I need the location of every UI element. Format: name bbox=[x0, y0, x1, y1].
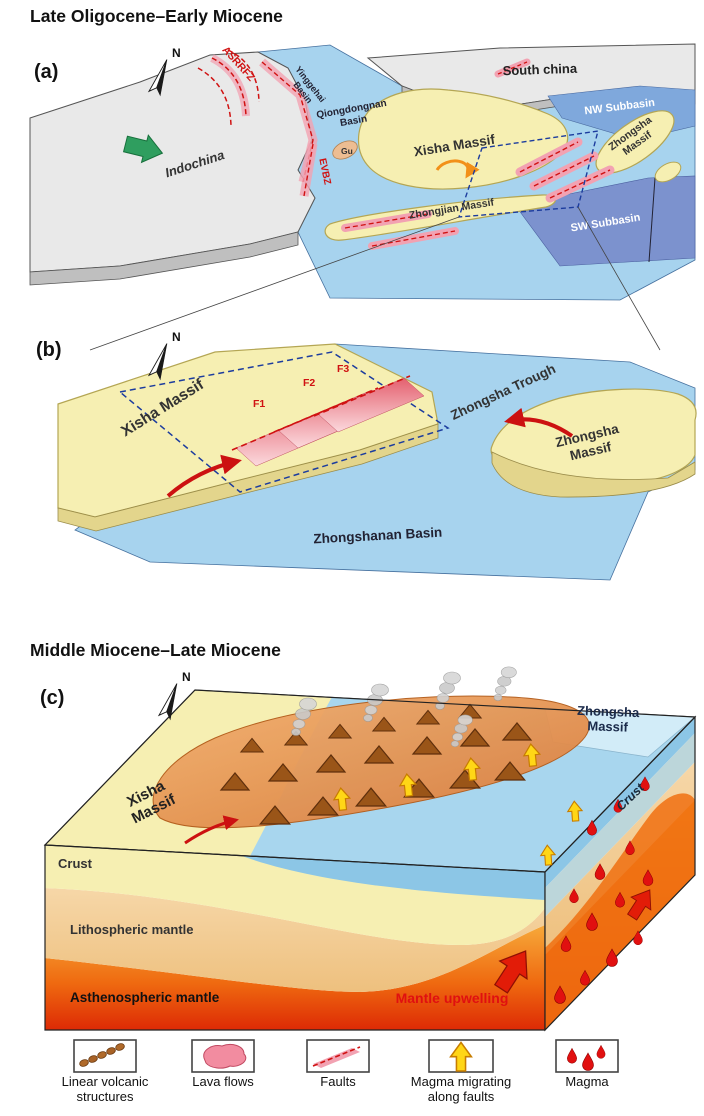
xisha-shear-arrow-c bbox=[184, 815, 239, 845]
asrrfz-fault-zone bbox=[197, 49, 318, 197]
gu-uplift-region bbox=[332, 140, 358, 160]
south-china-label: South china bbox=[502, 61, 578, 79]
compass-b: N bbox=[148, 330, 181, 380]
zhongsha-massif-label-c: Zhongsha Massif bbox=[577, 703, 640, 735]
lithosphere-front bbox=[45, 888, 545, 992]
fault1-label: F1 bbox=[253, 398, 265, 410]
section-a-title: Late Oligocene–Early Miocene bbox=[30, 6, 283, 26]
crust-front-label: Crust bbox=[58, 856, 93, 871]
svg-text:Basin: Basin bbox=[339, 114, 368, 130]
upwelling-bulge bbox=[545, 793, 695, 1030]
plate-edge-line bbox=[648, 177, 656, 263]
lava-flows-icon bbox=[203, 1043, 247, 1069]
faults-icon bbox=[312, 1046, 361, 1068]
asthenospheric-mantle-label: Asthenospheric mantle bbox=[70, 990, 220, 1005]
fault-scarps-b bbox=[231, 375, 425, 467]
sea-section-front bbox=[242, 856, 545, 900]
fault2-label: F2 bbox=[303, 377, 315, 389]
legend-label-magma-migrating-2: along faults bbox=[428, 1089, 495, 1104]
panel-b-tag: (b) bbox=[36, 339, 62, 361]
legend-label-linear-volcanic-1: Linear volcanic bbox=[62, 1074, 149, 1089]
svg-text:Massif: Massif bbox=[587, 718, 629, 734]
panel-a: Late Oligocene–Early Miocene (a) bbox=[29, 6, 696, 301]
panel-b: (b) Xisha Massif F1 F2 bbox=[36, 330, 697, 581]
panel-c-tag: (c) bbox=[40, 687, 64, 709]
asthenosphere-front bbox=[45, 925, 545, 1030]
zhongsha-massif-region-a bbox=[595, 110, 682, 183]
compass-c-n: N bbox=[182, 670, 191, 684]
extension-arrow-right-b bbox=[504, 407, 574, 438]
zoom-box-b bbox=[118, 351, 450, 493]
compass-c: N bbox=[158, 670, 191, 720]
block-front-face bbox=[44, 844, 546, 1031]
zhongsha-platform-b bbox=[490, 388, 697, 498]
indochina-motion-arrow bbox=[122, 134, 164, 164]
xisha-platform-b bbox=[57, 343, 439, 532]
lithospheric-mantle-label: Lithospheric mantle bbox=[70, 922, 194, 937]
gu-label: Gu bbox=[341, 146, 353, 156]
section-c-title: Middle Miocene–Late Miocene bbox=[30, 640, 281, 660]
legend: Linear volcanic structures Lava flows Fa… bbox=[62, 1039, 619, 1104]
zoom-connector-lines bbox=[89, 206, 661, 351]
extension-arrow-left-b bbox=[166, 454, 242, 498]
compass-a-n: N bbox=[172, 46, 181, 60]
evbz-label: EVBZ bbox=[316, 157, 332, 185]
panel-a-tag: (a) bbox=[34, 61, 58, 83]
legend-label-lava-flows: Lava flows bbox=[192, 1074, 254, 1089]
top-face-outline bbox=[43, 689, 697, 873]
svg-text:Zhongsha: Zhongsha bbox=[577, 703, 640, 720]
legend-box-magma bbox=[555, 1039, 619, 1073]
panel-c: Middle Miocene–Late Miocene (c) bbox=[30, 640, 697, 1032]
xisha-rotation-arrow bbox=[435, 159, 480, 179]
legend-label-linear-volcanic-2: structures bbox=[76, 1089, 134, 1104]
compass-a: N bbox=[148, 46, 181, 96]
zhongshanan-basin-label: Zhongshanan Basin bbox=[313, 525, 443, 547]
block-right-face bbox=[544, 715, 696, 1032]
fault-strips-a bbox=[341, 58, 615, 250]
legend-label-magma: Magma bbox=[565, 1074, 609, 1089]
fault3-label: F3 bbox=[337, 363, 349, 375]
legend-label-magma-migrating-1: Magma migrating bbox=[411, 1074, 511, 1089]
zhongjian-massif-region bbox=[324, 194, 556, 241]
compass-b-n: N bbox=[172, 330, 181, 344]
mantle-upwelling-label: Mantle upwelling bbox=[396, 990, 509, 1006]
crust-side-band bbox=[545, 733, 695, 917]
linear-volcanic-icon bbox=[79, 1043, 125, 1067]
legend-label-faults: Faults bbox=[320, 1074, 356, 1089]
